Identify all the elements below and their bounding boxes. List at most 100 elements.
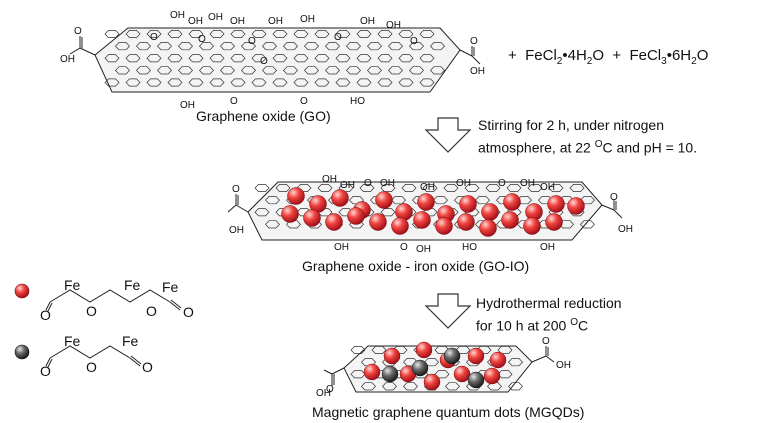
graphene-ring: [346, 66, 361, 75]
graphene-ring: [265, 220, 280, 229]
graphene-ring: [325, 42, 340, 51]
graphene-ring: [283, 66, 298, 75]
graphene-ring: [317, 184, 333, 192]
plus-sign: +: [612, 47, 622, 64]
iron-oxide-particle: [453, 365, 471, 383]
graphene-ring: [356, 30, 372, 38]
ferric-chloride: FeCl3•6H2O: [629, 47, 709, 67]
iron-oxide-particle: [423, 373, 441, 391]
go-group-label: HO: [350, 96, 365, 107]
graphene-ring: [167, 54, 183, 63]
go-group-label: O: [300, 96, 308, 107]
go-group-label: OH: [470, 66, 485, 77]
mgqd-sheet: [323, 341, 555, 393]
mgqd-group-label: O: [542, 336, 550, 347]
legend-fe3-oxide: O Fe O Fe O Fe O: [14, 277, 194, 323]
graphene-ring: [293, 54, 309, 63]
go-io-group-label: OH: [540, 182, 555, 193]
plus-sign: +: [508, 47, 517, 64]
graphene-ring: [430, 42, 445, 51]
graphene-ring: [422, 184, 438, 192]
graphene-ring: [367, 42, 382, 51]
go-group-label: OH: [188, 16, 203, 27]
go-group-label: OH: [230, 16, 245, 27]
graphene-ring: [403, 382, 418, 391]
graphene-ring: [398, 54, 414, 63]
iron-oxide-particle: [383, 347, 401, 365]
graphene-ring: [241, 66, 256, 75]
graphene-ring: [527, 184, 543, 192]
iron-oxide-particle: [467, 347, 485, 365]
ferrous-chloride: FeCl2•4H2O: [525, 47, 605, 67]
go-group-label: OH: [360, 16, 375, 27]
graphene-ring: [356, 54, 372, 63]
go-group-label: O: [260, 56, 268, 67]
iron-oxide-particle: [459, 195, 477, 213]
iron-oxide-particle: [483, 367, 501, 385]
graphene-ring: [265, 196, 280, 205]
graphene-ring: [388, 42, 403, 51]
graphene-ring: [146, 30, 162, 38]
go-io-functional-groups: OH OH OH OH OH OH O OH O OH OH O OH HO O…: [229, 174, 633, 255]
go-io-caption: Graphene oxide - iron oxide (GO-IO): [302, 258, 530, 274]
graphene-ring: [377, 54, 393, 63]
graphene-ring: [178, 42, 193, 51]
graphene-ring: [350, 370, 366, 379]
go-group-label: O: [198, 34, 206, 45]
formula-atom: O: [183, 304, 194, 320]
iron-oxide-particle: [523, 217, 541, 235]
go-io-group-label: OH: [618, 224, 633, 235]
go-io-group-label: OH: [540, 242, 555, 253]
go-io-group-label: OH: [380, 178, 395, 189]
iron-oxide-particle: [415, 341, 433, 359]
graphene-ring: [157, 42, 172, 51]
go-caption: Graphene oxide (GO): [196, 108, 331, 124]
go-io-group-label: OH: [420, 182, 435, 193]
graphene-ring: [485, 184, 501, 192]
graphene-ring: [419, 30, 435, 38]
go-group-label: O: [410, 36, 418, 47]
graphene-ring: [443, 184, 459, 192]
graphene-ring: [125, 78, 141, 87]
graphene-ring: [241, 42, 256, 51]
go-io-group-label: O: [364, 178, 372, 189]
graphene-ring: [382, 382, 397, 391]
graphene-ring: [167, 30, 183, 38]
graphene-ring: [254, 184, 270, 192]
graphene-ring: [506, 184, 522, 192]
graphene-ring: [356, 78, 372, 87]
process-arrow: [424, 117, 472, 153]
graphene-ring: [283, 42, 298, 51]
reduced-iron-oxide-particle: [381, 365, 399, 383]
iron-oxide-particle: [325, 213, 343, 231]
graphene-ring: [220, 66, 235, 75]
graphene-ring: [230, 30, 246, 38]
graphene-ring: [125, 30, 141, 38]
go-group-label: O: [248, 36, 256, 47]
go-group-label: O: [74, 26, 82, 37]
graphene-ring: [167, 78, 183, 87]
iron-oxide-particle: [547, 195, 565, 213]
step2-line2: for 10 h at 200 OC: [476, 317, 589, 334]
graphene-ring: [367, 66, 382, 75]
formula-atom: Fe: [162, 279, 179, 295]
graphene-ring: [251, 54, 267, 63]
graphene-ring: [430, 66, 445, 75]
graphene-ring: [230, 54, 246, 63]
formula-atom: O: [146, 303, 157, 319]
go-io-group-label: HO: [462, 242, 477, 253]
graphene-ring: [359, 184, 375, 192]
iron-oxide-particle: [347, 207, 365, 225]
graphene-ring: [335, 30, 351, 38]
iron-oxide-particle: [303, 209, 321, 227]
graphene-ring: [199, 66, 214, 75]
graphene-ring: [377, 30, 393, 38]
graphene-ring: [380, 184, 396, 192]
graphene-ring: [254, 208, 270, 217]
graphene-ring: [136, 42, 151, 51]
go-group-label: OH: [386, 20, 401, 31]
graphene-ring: [262, 66, 277, 75]
step1-line2: atmosphere, at 22 OC and pH = 10.: [478, 139, 698, 156]
graphene-ring: [487, 382, 502, 391]
